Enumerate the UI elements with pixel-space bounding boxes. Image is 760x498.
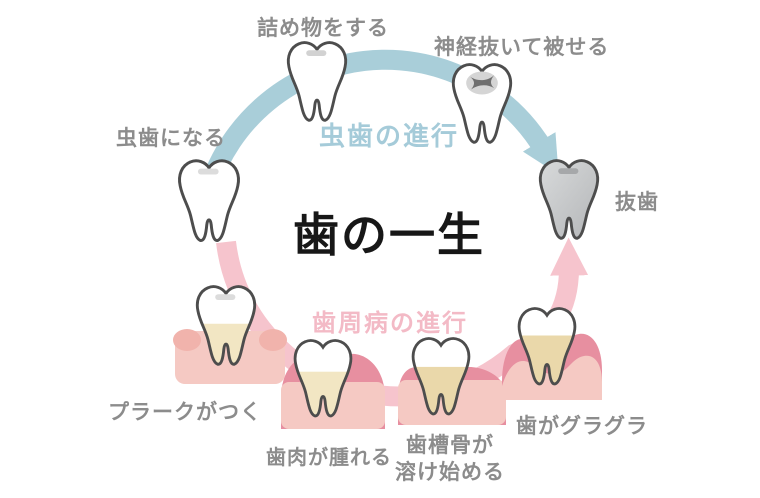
tooth-swollen-gums-illustration xyxy=(281,339,385,429)
filling-highlight xyxy=(215,294,236,300)
tooth-loose-illustration xyxy=(502,307,602,400)
filling-highlight xyxy=(197,168,219,175)
page-title: 歯の一生 xyxy=(293,209,485,261)
label-cavity-forms: 虫歯になる xyxy=(116,127,226,150)
tooth-extracted-illustration xyxy=(538,159,600,240)
label-swollen-gums: 歯肉が腫れる xyxy=(266,447,392,469)
tooth-cavity-forms-illustration xyxy=(178,159,240,243)
label-loose-tooth: 歯がグラグラ xyxy=(516,415,648,438)
decay-flow-label: 虫歯の進行 xyxy=(319,121,460,151)
label-bone-loss: 歯槽骨が 溶け始める xyxy=(392,432,508,486)
tooth-plaque-illustration xyxy=(173,285,287,384)
filling-highlight xyxy=(558,168,579,174)
label-extraction: 抜歯 xyxy=(615,191,659,214)
label-plaque: プラークがつく xyxy=(108,401,262,424)
label-root-canal-crown: 神経抜いて被せる xyxy=(434,36,610,59)
label-bone-loss-line2: 溶け始める xyxy=(395,461,505,484)
tooth-filling-illustration xyxy=(286,41,348,122)
tooth-root-canal-crown-illustration xyxy=(451,63,513,144)
filling-highlight xyxy=(306,50,327,56)
label-filling: 詰め物をする xyxy=(257,17,389,40)
perio-flow-label: 歯周病の進行 xyxy=(312,310,468,337)
cavity-icon xyxy=(469,75,495,90)
label-bone-loss-line1: 歯槽骨が xyxy=(406,434,494,457)
tooth-bone-loss-illustration xyxy=(398,337,506,425)
